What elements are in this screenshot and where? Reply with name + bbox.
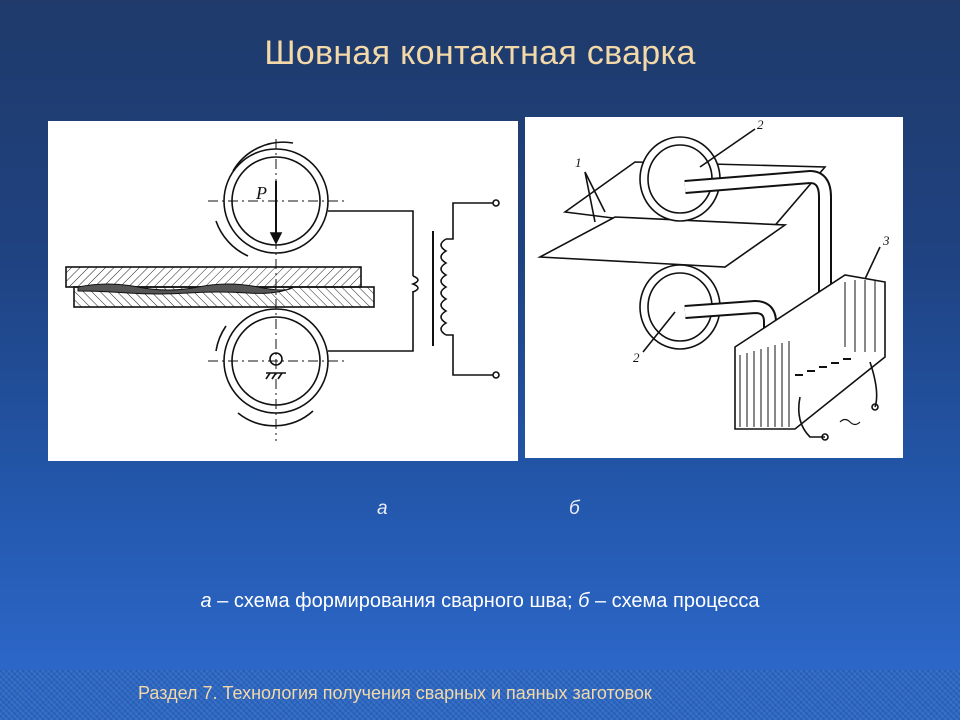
sheet-lower	[537, 216, 788, 268]
callout-2-lower: 2	[633, 350, 640, 365]
diagram-b-drawing: 1 2 2 3	[537, 117, 890, 441]
weld-seam	[77, 283, 294, 295]
caption-a-text: – схема формирования сварного шва;	[211, 590, 579, 612]
slide-title: Шовная контактная сварка	[264, 34, 696, 72]
caption-a-letter: а	[200, 590, 212, 612]
callout-2-upper: 2	[757, 117, 764, 132]
caption-b-text: – схема процесса	[589, 590, 760, 612]
force-label: P	[255, 183, 267, 203]
footer-bar: Раздел 7. Технология получения сварных и…	[0, 670, 960, 720]
diagram-a-drawing: P	[65, 139, 500, 441]
footer-section-title: Раздел 7. Технология получения сварных и…	[138, 683, 652, 703]
caption-b-letter: б	[578, 590, 590, 612]
diagram-seam-formation: P	[48, 121, 518, 461]
diagram-process-scheme: 1 2 2 3	[525, 117, 903, 458]
callout-1: 1	[575, 155, 582, 170]
transformer-core	[734, 274, 886, 430]
callout-3: 3	[882, 233, 890, 248]
sublabel-a: а	[377, 498, 388, 519]
figure-caption: а – схема формирования сварного шва; б –…	[0, 590, 960, 613]
sublabel-b: б	[569, 498, 580, 519]
